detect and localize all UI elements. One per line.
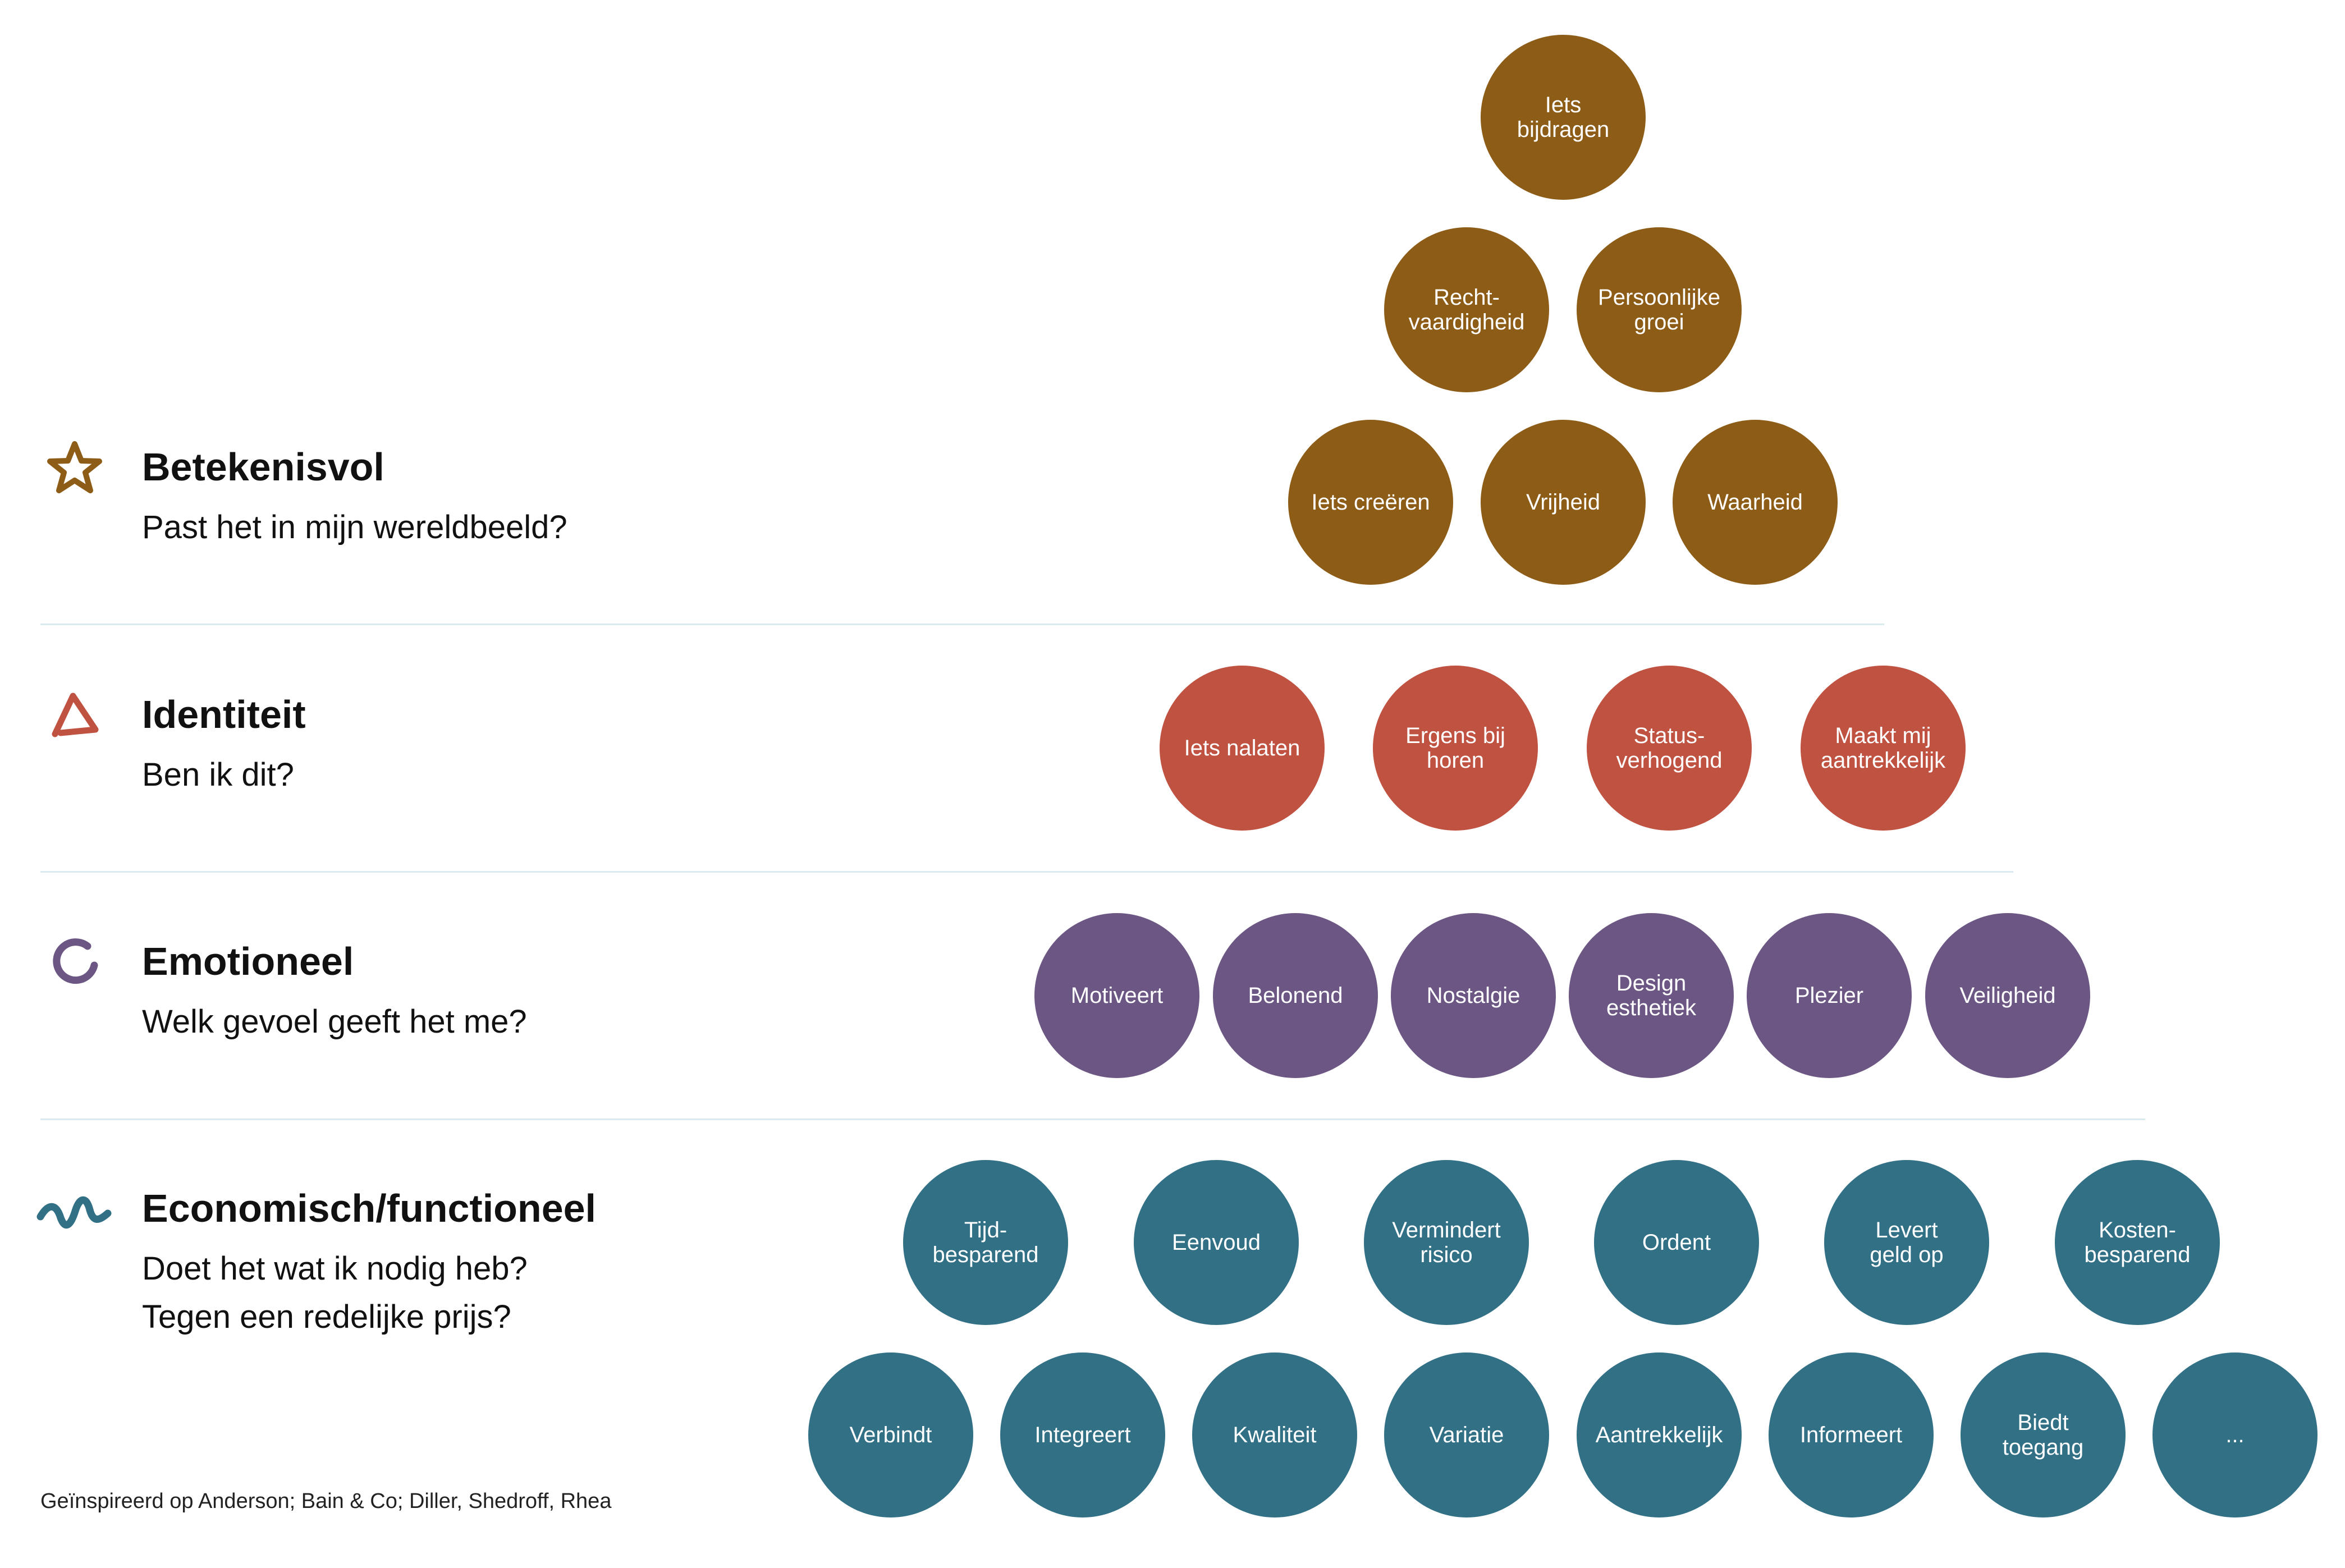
value-circle: Vrijheid <box>1481 420 1646 585</box>
value-circle: Status- verhogend <box>1587 666 1752 831</box>
value-circle: Belonend <box>1213 913 1378 1078</box>
star-icon <box>44 439 106 496</box>
value-circle: Ordent <box>1594 1160 1759 1325</box>
section-question-economisch-2: Tegen een redelijke prijs? <box>142 1299 511 1335</box>
value-circle: Informeert <box>1769 1352 1934 1517</box>
value-circle: Design esthetiek <box>1569 913 1734 1078</box>
value-circle: Iets nalaten <box>1160 666 1325 831</box>
value-circle: Ergens bij horen <box>1373 666 1538 831</box>
value-circle: Plezier <box>1747 913 1912 1078</box>
value-circle: Veiligheid <box>1925 913 2090 1078</box>
value-circle: Levert geld op <box>1824 1160 1989 1325</box>
value-circle: Nostalgie <box>1391 913 1556 1078</box>
value-circle: Motiveert <box>1034 913 1199 1078</box>
triangle-icon <box>48 689 102 740</box>
value-circle: Kosten- besparend <box>2055 1160 2220 1325</box>
section-title-identiteit: Identiteit <box>142 693 306 736</box>
value-circle: Verbindt <box>808 1352 973 1517</box>
value-circle: Eenvoud <box>1134 1160 1299 1325</box>
section-title-economisch: Economisch/functioneel <box>142 1186 596 1230</box>
value-circle: Iets bijdragen <box>1481 35 1646 200</box>
section-question-identiteit: Ben ik dit? <box>142 757 294 793</box>
source-credit: Geïnspireerd op Anderson; Bain & Co; Dil… <box>40 1489 612 1513</box>
section-question-emotioneel: Welk gevoel geeft het me? <box>142 1003 527 1040</box>
value-circle: Biedt toegang <box>1961 1352 2126 1517</box>
value-circle: Integreert <box>1000 1352 1165 1517</box>
value-circle: Recht- vaardigheid <box>1384 227 1549 392</box>
section-question-economisch-1: Doet het wat ik nodig heb? <box>142 1250 528 1287</box>
circle-icon <box>48 936 102 990</box>
value-circle: Vermindert risico <box>1364 1160 1529 1325</box>
value-circle: Iets creëren <box>1288 420 1453 585</box>
wave-icon <box>36 1189 114 1234</box>
section-question-betekenisvol: Past het in mijn wereldbeeld? <box>142 509 567 545</box>
divider <box>40 1118 2145 1120</box>
value-circle: Waarheid <box>1673 420 1838 585</box>
section-title-betekenisvol: Betekenisvol <box>142 445 384 489</box>
value-circle: Persoonlijke groei <box>1577 227 1742 392</box>
value-circle: ... <box>2152 1352 2317 1517</box>
value-circle: Maakt mij aantrekkelijk <box>1801 666 1966 831</box>
value-circle: Aantrekkelijk <box>1577 1352 1742 1517</box>
divider <box>40 623 1884 625</box>
value-circle: Variatie <box>1384 1352 1549 1517</box>
section-title-emotioneel: Emotioneel <box>142 939 354 983</box>
value-circle: Tijd- besparend <box>903 1160 1068 1325</box>
value-circle: Kwaliteit <box>1192 1352 1357 1517</box>
divider <box>40 871 2013 873</box>
